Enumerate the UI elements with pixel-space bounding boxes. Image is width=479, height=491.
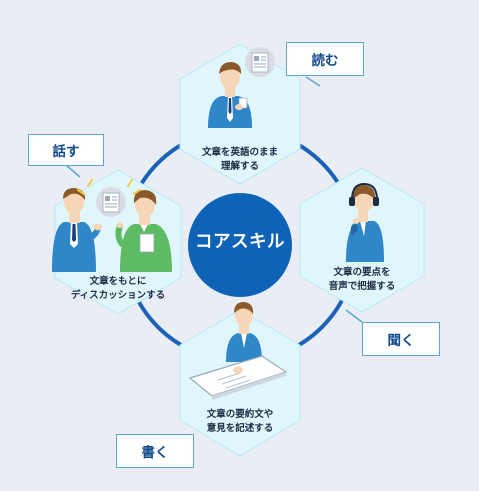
tag-write: 書く	[116, 434, 194, 468]
label-write-line-1: 文章の要約文や	[206, 409, 274, 420]
label-read: 文章を英語のまま 理解する	[180, 146, 300, 174]
label-speak-line-1: 文章をもとに	[89, 276, 147, 287]
center-circle	[188, 193, 292, 297]
reader-figure	[208, 62, 252, 128]
tag-listen: 聞く	[362, 322, 440, 356]
pointer-listen	[345, 309, 363, 323]
speech-sparks	[77, 179, 141, 195]
listener-figure	[346, 182, 384, 262]
writing-desk	[188, 355, 288, 400]
label-read-line-1: 文章を英語のまま	[201, 147, 278, 158]
label-listen: 文章の要点を 音声で把握する	[300, 266, 424, 294]
label-speak-line-2: ディスカッションする	[70, 290, 166, 301]
document-bubble-speak	[96, 187, 126, 217]
speaker-figure-right	[115, 190, 172, 272]
writer-figure	[226, 302, 262, 362]
label-write: 文章の要約文や 意見を記述する	[180, 408, 300, 436]
pointer-speak	[65, 164, 81, 178]
pointer-read	[305, 76, 321, 87]
tag-read: 読む	[286, 42, 364, 76]
label-read-line-2: 理解する	[220, 161, 259, 172]
center-label: コアスキル	[195, 232, 285, 252]
tag-speak: 話す	[28, 134, 104, 166]
label-listen-line-2: 音声で把握する	[328, 281, 396, 292]
document-bubble-read	[245, 47, 275, 77]
label-speak: 文章をもとに ディスカッションする	[48, 275, 188, 303]
label-write-line-2: 意見を記述する	[206, 423, 274, 434]
speaker-figure-left	[52, 188, 102, 272]
label-listen-line-1: 文章の要点を	[333, 267, 391, 278]
